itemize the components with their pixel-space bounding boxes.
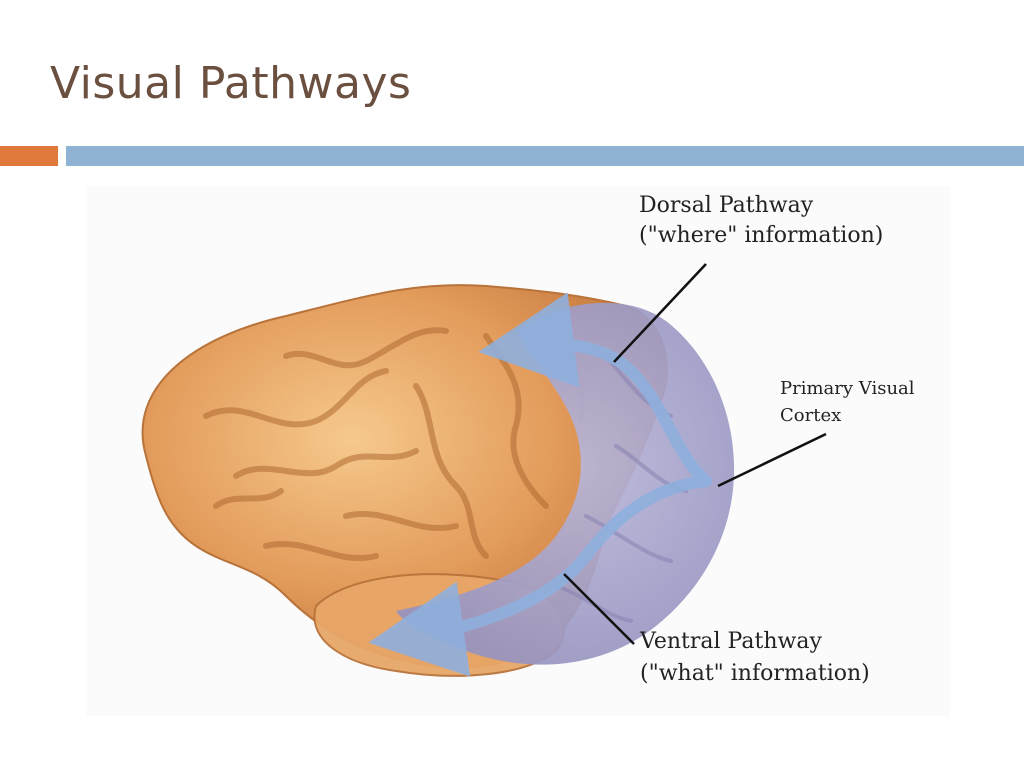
accent-bar-blue xyxy=(66,146,1024,166)
accent-bar-orange xyxy=(0,146,58,166)
pathway-arrows xyxy=(368,292,712,677)
ventral-leader-line xyxy=(563,573,635,645)
leader-lines xyxy=(563,263,827,645)
brain-diagram: Dorsal Pathway ("where" information) Pri… xyxy=(86,186,950,716)
ventral-label-line1: Ventral Pathway xyxy=(639,629,822,654)
primary-cortex-label-line2: Cortex xyxy=(780,405,841,426)
dorsal-leader-line xyxy=(613,263,707,363)
dorsal-pathway-arrow xyxy=(478,292,712,487)
dorsal-label-line2: ("where" information) xyxy=(639,223,883,248)
ventral-pathway-arrow xyxy=(368,475,712,677)
slide-title: Visual Pathways xyxy=(50,58,412,109)
primary-cortex-label-line1: Primary Visual xyxy=(780,378,915,399)
primary-leader-line xyxy=(717,432,827,488)
ventral-label-line2: ("what" information) xyxy=(640,661,870,686)
brain-figure: Dorsal Pathway ("where" information) Pri… xyxy=(86,186,950,716)
dorsal-label-line1: Dorsal Pathway xyxy=(639,193,814,218)
